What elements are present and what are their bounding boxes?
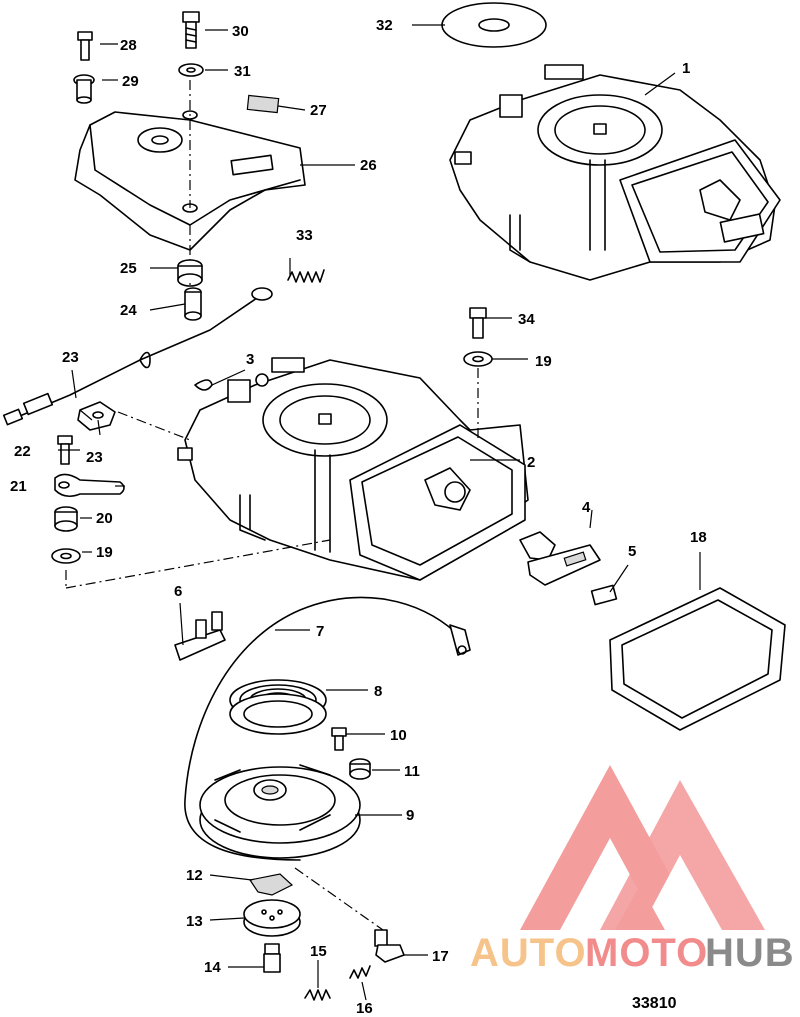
callout-11: 11 bbox=[404, 763, 420, 780]
part-23-bracket bbox=[77, 401, 116, 431]
part-22-screw bbox=[57, 435, 73, 465]
part-15-spring bbox=[304, 989, 331, 1001]
callout-15: 15 bbox=[310, 943, 327, 960]
callout-26: 25 bbox=[120, 260, 137, 277]
part-4-handle bbox=[519, 531, 601, 586]
part-16-spring bbox=[349, 965, 371, 979]
callout-34: 33 bbox=[296, 227, 313, 244]
callout-19-right: 19 bbox=[535, 353, 552, 370]
callout-10: 10 bbox=[390, 727, 407, 744]
part-6-pawl bbox=[174, 611, 226, 661]
part-11-bushing bbox=[349, 758, 371, 780]
callout-16: 16 bbox=[356, 1000, 373, 1017]
callout-19-left: 19 bbox=[96, 544, 113, 561]
callout-24: 23 bbox=[62, 349, 79, 366]
callout-25: 24 bbox=[120, 302, 137, 319]
part-29-screw bbox=[77, 31, 93, 61]
callout-21: 21 bbox=[10, 478, 27, 495]
part-8-coil-spring bbox=[229, 679, 327, 735]
part-34-spring bbox=[287, 269, 325, 283]
callout-5: 5 bbox=[628, 543, 636, 560]
callout-7: 7 bbox=[316, 623, 324, 640]
callout-6: 6 bbox=[174, 583, 182, 600]
callout-28: 27 bbox=[310, 102, 327, 119]
callout-17: 17 bbox=[432, 948, 449, 965]
part-2-housing-assembly bbox=[177, 357, 529, 581]
callout-3: 3 bbox=[246, 351, 254, 368]
part-17-lever bbox=[374, 929, 405, 963]
callout-35: 34 bbox=[518, 311, 535, 328]
callout-14: 14 bbox=[204, 959, 221, 976]
part-5-clip bbox=[590, 584, 618, 606]
leader-lines bbox=[58, 24, 701, 1001]
part-24-cable bbox=[2, 287, 273, 426]
callout-32: 31 bbox=[234, 63, 251, 80]
callout-30: 29 bbox=[122, 73, 139, 90]
callout-labels: 32 1 28 29 30 31 27 26 33 25 24 23 3 34 … bbox=[10, 17, 707, 1017]
part-1-housing-assembly bbox=[449, 64, 781, 281]
part-19-washer-left bbox=[51, 548, 81, 564]
callout-13: 13 bbox=[186, 913, 203, 930]
callout-8: 8 bbox=[374, 683, 382, 700]
part-3-spring-clip bbox=[194, 379, 213, 391]
figure-number: 33810 bbox=[632, 995, 677, 1012]
part-19-washer-right bbox=[463, 351, 493, 367]
callout-4: 4 bbox=[582, 499, 591, 516]
watermark-text: AUTO MOTO HUB bbox=[470, 931, 795, 975]
callout-31: 30 bbox=[232, 23, 249, 40]
part-10-screw bbox=[331, 727, 347, 751]
part-13-cam bbox=[243, 899, 301, 937]
part-35-screw bbox=[469, 307, 487, 339]
part-20-spacer bbox=[54, 506, 78, 532]
callout-12: 12 bbox=[186, 867, 203, 884]
part-30-sleeve bbox=[73, 74, 95, 104]
part-31-bolt bbox=[182, 11, 200, 49]
callout-20: 20 bbox=[96, 510, 113, 527]
part-12-plate bbox=[249, 873, 294, 896]
callout-23: 23 bbox=[86, 449, 103, 466]
callout-22: 22 bbox=[14, 443, 31, 460]
part-33-washer-disc bbox=[441, 2, 547, 48]
part-7-rope bbox=[184, 596, 471, 861]
watermark-moto: MOTO bbox=[585, 931, 708, 975]
part-21-lever bbox=[54, 473, 125, 498]
watermark-hub: HUB bbox=[705, 931, 795, 975]
part-18-gasket bbox=[609, 587, 786, 731]
part-32-washer bbox=[178, 63, 204, 77]
part-9-pulley bbox=[199, 764, 361, 859]
callout-2: 2 bbox=[527, 454, 535, 471]
callout-27: 26 bbox=[360, 157, 377, 174]
part-28-decal bbox=[246, 94, 280, 114]
part-26-spacer bbox=[177, 259, 203, 287]
callout-29: 28 bbox=[120, 37, 137, 54]
part-25-bushing bbox=[184, 287, 202, 321]
part-14-bolt bbox=[263, 943, 281, 973]
callout-18: 18 bbox=[690, 529, 707, 546]
callout-1: 1 bbox=[682, 60, 690, 77]
watermark-logo bbox=[520, 765, 765, 930]
callout-33: 32 bbox=[376, 17, 393, 34]
callout-9: 9 bbox=[406, 807, 414, 824]
watermark-auto: AUTO bbox=[470, 931, 587, 975]
